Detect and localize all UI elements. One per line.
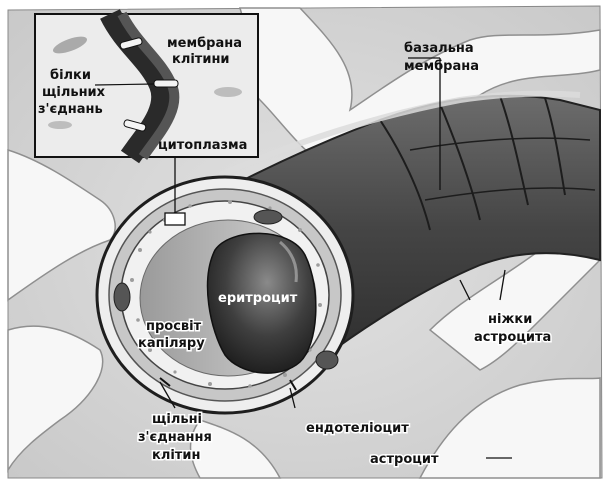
label-tight-junctions-line1: щільні xyxy=(152,412,202,427)
label-proteins-line3: з'єднань xyxy=(38,102,103,117)
label-cytoplasm: цитоплазма xyxy=(158,138,247,153)
endothelial-nucleus xyxy=(114,283,130,311)
zoom-marker xyxy=(165,213,185,225)
endothelial-nucleus xyxy=(316,351,338,369)
label-proteins-line1: білки xyxy=(50,68,91,83)
label-tight-junctions-line2: з'єднання xyxy=(138,430,212,445)
label-astrocyte-feet-line1: ніжки xyxy=(488,312,532,327)
label-proteins-line2: щільних xyxy=(42,85,106,100)
endothelial-nucleus xyxy=(254,210,282,224)
label-endotheliocyte: ендотеліоцит xyxy=(306,421,409,436)
label-tight-junctions-line3: клітин xyxy=(152,448,200,463)
label-basal-membrane-line2: мембрана xyxy=(404,59,479,74)
label-erythrocyte: еритроцит xyxy=(218,291,298,306)
label-astrocyte: астроцит xyxy=(370,452,439,467)
label-lumen-line1: просвіт xyxy=(146,319,202,334)
label-basal-membrane-line1: базальна xyxy=(404,41,474,56)
label-membrane-line1: мембрана xyxy=(167,36,242,51)
label-membrane-line2: клітини xyxy=(172,52,230,67)
label-astrocyte-feet-line2: астроцита xyxy=(474,330,551,345)
label-lumen-line2: капіляру xyxy=(138,336,205,351)
